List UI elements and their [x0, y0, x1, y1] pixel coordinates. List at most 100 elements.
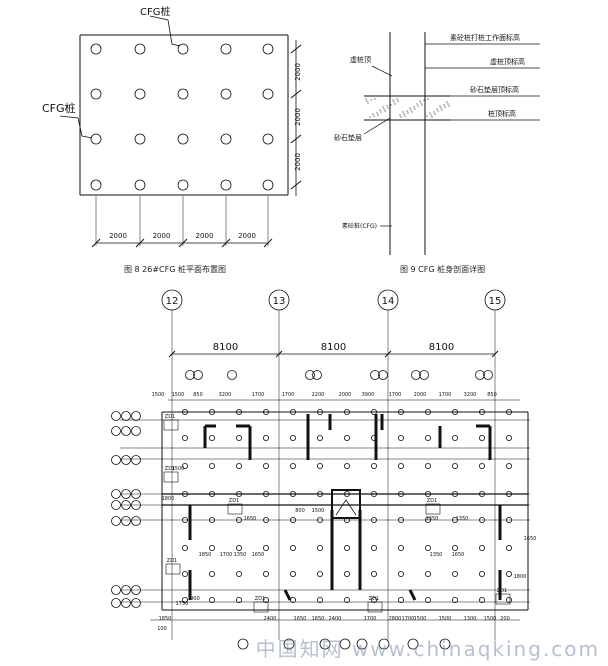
- cfg-pile: [505, 597, 512, 604]
- cfg-label-top: CFG桩: [140, 5, 170, 18]
- dim-text: 1800: [514, 574, 527, 580]
- label-leader: [149, 15, 181, 47]
- stair-symbol: [335, 499, 357, 516]
- level-label: 桩顶标高: [488, 109, 516, 118]
- small-axis-bubble: [370, 370, 380, 380]
- cfg-pile: [177, 133, 189, 145]
- cfg-pile: [478, 545, 485, 552]
- cfg-pile: [451, 545, 458, 552]
- dim-text: 2000: [294, 153, 302, 171]
- dim-text: 1650: [244, 516, 257, 522]
- gravel-dot: [370, 99, 372, 101]
- cfg-pile: [370, 490, 377, 497]
- gravel-dot: [399, 114, 401, 116]
- cfg-pile: [262, 462, 269, 469]
- gravel-dot: [424, 101, 426, 103]
- small-axis-bubble: [356, 638, 368, 650]
- dim-text: 1500: [152, 392, 165, 398]
- cfg-pile: [424, 597, 431, 604]
- cfg-pile: [451, 517, 458, 524]
- small-axis-bubble: [411, 370, 421, 380]
- zd-label: ZD1: [165, 466, 175, 472]
- gravel-dot: [420, 102, 422, 104]
- row-bubble: [111, 516, 121, 526]
- gravel-dot: [377, 114, 379, 116]
- gravel-dot: [444, 106, 446, 108]
- gravel-dot: [409, 107, 411, 109]
- gravel-dot: [404, 115, 406, 117]
- cfg-pile: [397, 517, 404, 524]
- cfg-pile: [424, 571, 431, 578]
- dim-text: 1500: [439, 616, 452, 622]
- cfg-pile: [235, 462, 242, 469]
- cfg-pile: [208, 517, 215, 524]
- dim-text: 1350: [430, 552, 443, 558]
- cfg-pile: [289, 571, 296, 578]
- small-axis-bubble: [483, 370, 493, 380]
- dim-text: 2000: [196, 232, 214, 240]
- zd-box: [425, 503, 441, 515]
- small-axis-bubble: [378, 370, 388, 380]
- dim-text: 1500: [312, 508, 325, 514]
- cfg-pile: [208, 408, 215, 415]
- cfg-pile: [424, 517, 431, 524]
- cfg-pile: [235, 408, 242, 415]
- cfg-pile: [451, 597, 458, 604]
- cfg-pile: [316, 517, 323, 524]
- row-bubble: [111, 455, 121, 465]
- cfg-pile: [289, 490, 296, 497]
- cfg-pile: [370, 462, 377, 469]
- cfg-pile: [316, 408, 323, 415]
- gravel-dot: [446, 101, 448, 103]
- cfg-pile: [90, 43, 102, 55]
- cfg-pile: [208, 490, 215, 497]
- dim-text: 2400: [264, 616, 277, 622]
- cfg-pile: [451, 408, 458, 415]
- gravel-dot: [440, 107, 442, 109]
- wall: [283, 589, 292, 601]
- gravel-dot: [421, 104, 423, 106]
- row-bubble: [131, 455, 141, 465]
- gravel-dot: [414, 108, 416, 110]
- gravel-dot: [396, 98, 398, 100]
- cfg-pile: [505, 408, 512, 415]
- zd-label: ZD1: [497, 588, 507, 594]
- dim-tick: [491, 350, 499, 358]
- gravel-dot: [376, 112, 378, 114]
- cfg-pile: [90, 88, 102, 100]
- small-axis-bubble: [305, 370, 315, 380]
- cfg-pile: [289, 597, 296, 604]
- zd-label: ZD1: [427, 498, 437, 504]
- dim-text: 2400: [329, 616, 342, 622]
- gravel-dot: [380, 111, 382, 113]
- cfg-pile: [451, 462, 458, 469]
- row-bubble: [121, 411, 131, 421]
- cfg-pile: [316, 571, 323, 578]
- small-axis-bubble: [439, 638, 451, 650]
- cfg-pile: [262, 490, 269, 497]
- cfg-pile: [262, 133, 274, 145]
- zd-label: ZD1: [229, 498, 239, 504]
- small-axis-bubble: [339, 638, 351, 650]
- dim-text: 2200: [312, 392, 325, 398]
- dim-tick: [178, 238, 188, 248]
- cfg-pile: [316, 545, 323, 552]
- dim-text: 1650: [294, 616, 307, 622]
- gravel-dot: [389, 102, 391, 104]
- cfg-pile: [343, 408, 350, 415]
- cfg-pile: [478, 462, 485, 469]
- cfg-pile: [478, 434, 485, 441]
- gravel-dot: [366, 100, 368, 102]
- gravel-dot: [410, 109, 412, 111]
- row-bubble: [121, 585, 131, 595]
- gravel-dot: [439, 105, 441, 107]
- gravel-dot: [403, 113, 405, 115]
- small-axis-bubble: [312, 370, 322, 380]
- gravel-dot: [383, 108, 385, 110]
- cfg-pile: [505, 545, 512, 552]
- cfg-pile: [343, 571, 350, 578]
- dim-text: 1700: [389, 392, 402, 398]
- small-axis-bubble: [407, 638, 419, 650]
- gravel-dot: [447, 103, 449, 105]
- dim-tick: [290, 44, 302, 54]
